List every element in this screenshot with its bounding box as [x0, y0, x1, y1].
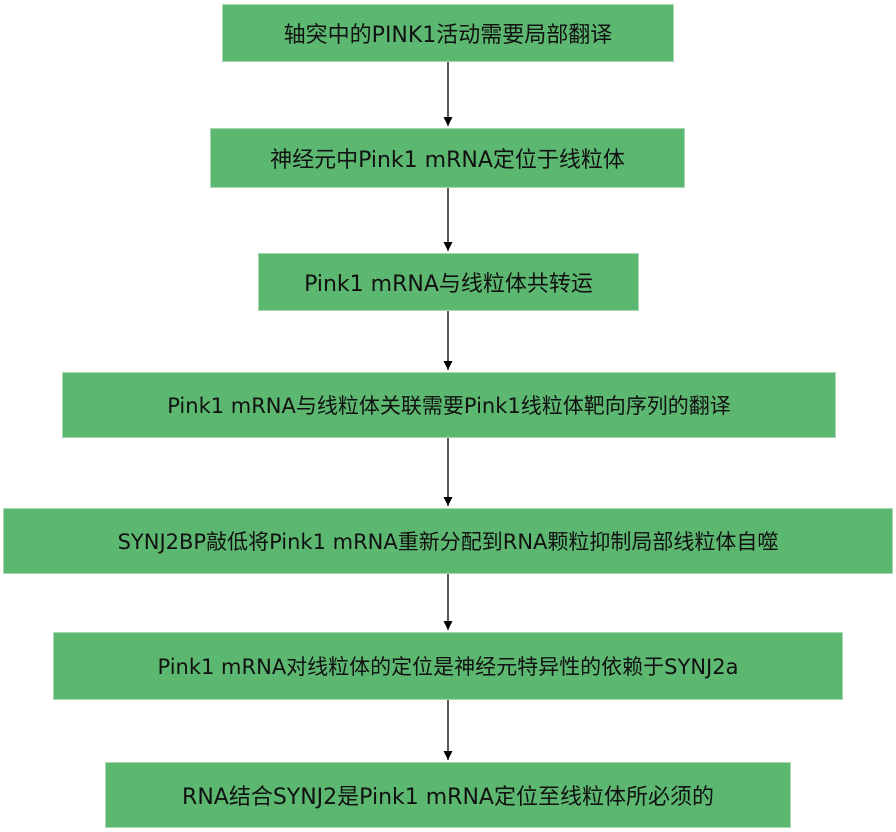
step-label-7: RNA结合SYNJ2是Pink1 mRNA定位至线粒体所必须的	[182, 785, 714, 810]
step-label-5: SYNJ2BP敲低将Pink1 mRNA重新分配到RNA颗粒抑制局部线粒体自噬	[117, 530, 779, 554]
step-box-4: Pink1 mRNA与线粒体关联需要Pink1线粒体靶向序列的翻译	[62, 372, 836, 438]
step-box-3: Pink1 mRNA与线粒体共转运	[258, 253, 639, 311]
step-box-2: 神经元中Pink1 mRNA定位于线粒体	[210, 128, 685, 188]
step-label-1: 轴突中的PINK1活动需要局部翻译	[283, 23, 613, 48]
step-box-7: RNA结合SYNJ2是Pink1 mRNA定位至线粒体所必须的	[105, 762, 791, 828]
step-label-4: Pink1 mRNA与线粒体关联需要Pink1线粒体靶向序列的翻译	[167, 394, 731, 418]
step-label-3: Pink1 mRNA与线粒体共转运	[304, 272, 593, 297]
step-label-2: 神经元中Pink1 mRNA定位于线粒体	[270, 148, 625, 173]
step-label-6: Pink1 mRNA对线粒体的定位是神经元特异性的依赖于SYNJ2a	[157, 655, 739, 679]
step-box-5: SYNJ2BP敲低将Pink1 mRNA重新分配到RNA颗粒抑制局部线粒体自噬	[3, 508, 893, 574]
step-box-6: Pink1 mRNA对线粒体的定位是神经元特异性的依赖于SYNJ2a	[53, 632, 843, 700]
step-box-1: 轴突中的PINK1活动需要局部翻译	[222, 4, 674, 62]
